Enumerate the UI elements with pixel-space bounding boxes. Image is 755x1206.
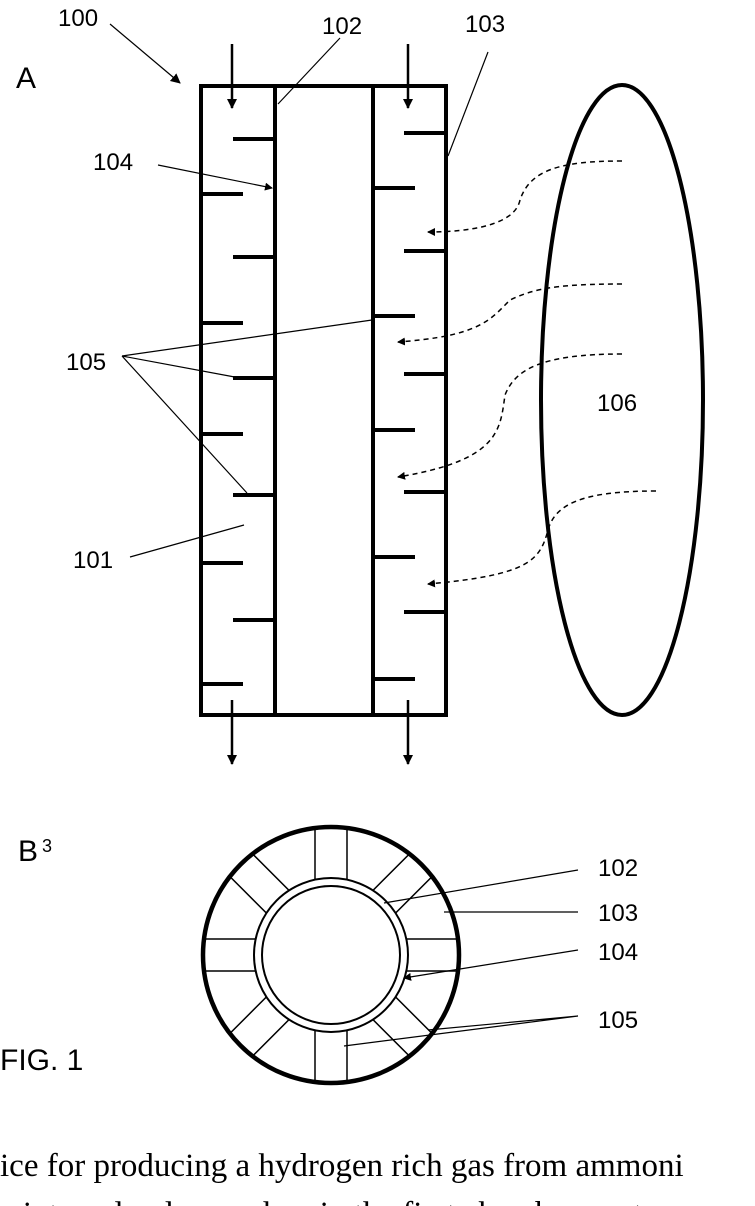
first-chamber-fins (201, 139, 275, 684)
label-102: 102 (322, 13, 362, 40)
heat-flow-arrow (428, 161, 622, 232)
leader-104-a (158, 165, 272, 188)
leader-101 (130, 525, 244, 557)
figure-caption: FIG. 1 (0, 1044, 83, 1077)
leader-103 (448, 52, 488, 156)
leader-105-a (122, 320, 372, 493)
label-103-b: 103 (598, 900, 638, 927)
heat-flow-arrow (398, 284, 622, 342)
label-101: 101 (73, 547, 113, 574)
leader-100 (110, 24, 180, 83)
body-text-line-1: ice for producing a hydrogen rich gas fr… (0, 1148, 684, 1184)
label-104-a: 104 (93, 149, 133, 176)
label-103: 103 (465, 11, 505, 38)
second-chamber-fins (373, 133, 446, 679)
label-105-b: 105 (598, 1007, 638, 1034)
label-105-a: 105 (66, 349, 106, 376)
panel-b-label: B (18, 835, 38, 868)
label-102-b: 102 (598, 855, 638, 882)
inner-wall-inner-circle (262, 886, 400, 1024)
panel-a-label: A (16, 62, 36, 95)
panel-b-stray-mark: 3 (42, 836, 52, 856)
body-text-line-2: e internal volume wherein the first cham… (0, 1196, 657, 1206)
leader-102 (278, 38, 340, 104)
heat-flow-arrow (428, 491, 656, 584)
cross-section (202, 826, 460, 1084)
label-106: 106 (597, 390, 637, 417)
label-100: 100 (58, 5, 98, 32)
label-104-b: 104 (598, 939, 638, 966)
